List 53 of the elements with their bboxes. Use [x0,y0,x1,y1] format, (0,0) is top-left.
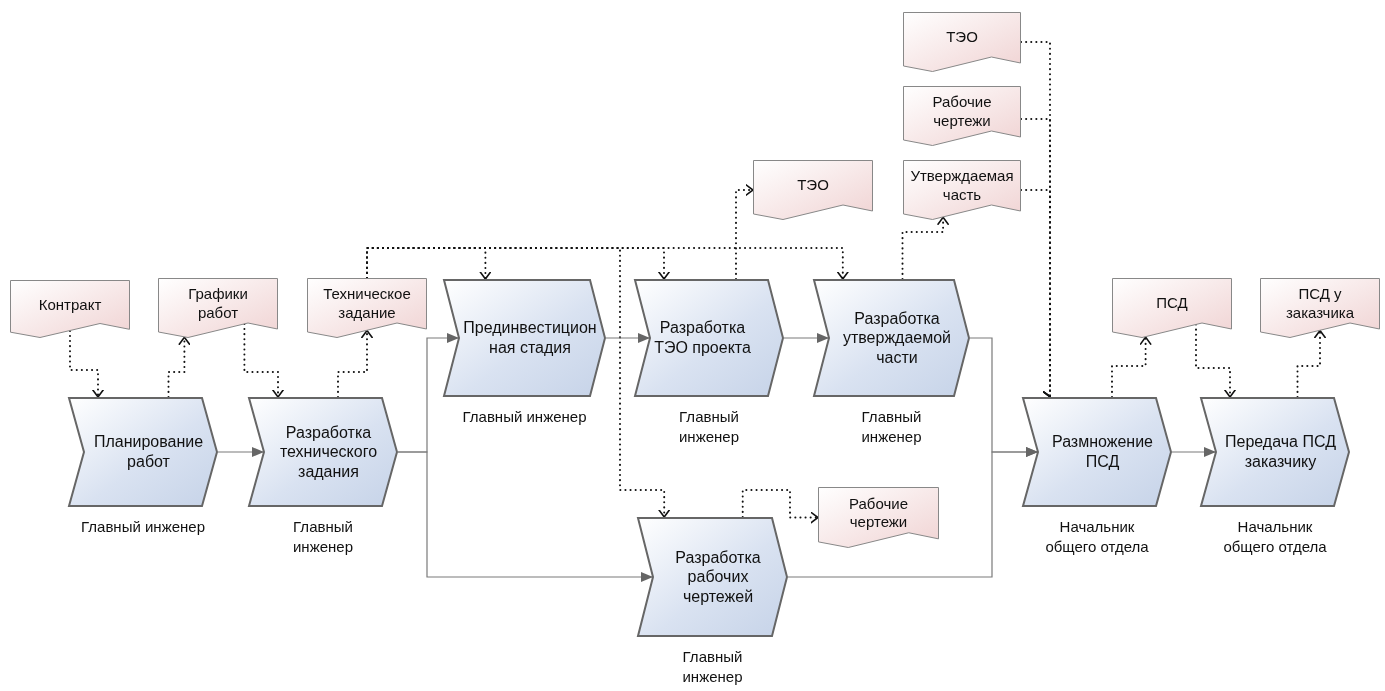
document-label: ТЭО [946,28,978,47]
dotted-arrow [69,329,105,398]
role-label: Главный инженер [678,407,740,446]
role-label: Главный инженер [292,517,354,556]
dotted-arrow [1296,329,1327,398]
process-step [68,397,218,507]
document-label: ПСД [1156,294,1188,313]
dotted-arrow [167,336,191,398]
process-step [248,397,398,507]
document-node [903,160,1021,220]
role-label: Начальник общего отдела [1222,517,1328,556]
process-step [637,517,788,637]
process-label: Разработка утверждаемой части [841,308,953,368]
process-step [1200,397,1350,507]
process-label: Разработка технического задания [278,422,379,482]
document-label: Утверждаемая часть [909,167,1015,204]
process-step [813,279,970,397]
document-label: Графики работ [187,285,249,322]
document-label: Рабочие чертежи [931,93,993,130]
document-label: ПСД у заказчика [1284,285,1356,322]
process-label: Разработка ТЭО проекта [653,318,752,358]
role-label: Главный инженер [860,407,923,446]
document-label: ТЭО [797,176,829,195]
document-node [307,278,427,338]
dotted-arrow [741,489,819,524]
document-node [818,487,939,548]
document-label: Техническое задание [322,285,412,322]
role-label: Главный инженер [681,647,744,686]
role-label: Начальник общего отдела [1044,517,1150,556]
document-node [1112,278,1232,338]
document-node [158,278,278,338]
document-node [903,86,1021,146]
document-node [1260,278,1380,338]
dotted-arrow [735,183,754,280]
document-node [753,160,873,220]
process-step [634,279,784,397]
process-label: Разработка рабочих чертежей [674,547,762,607]
role-label: Главный инженер [461,407,588,427]
process-label: Планирование работ [92,432,205,472]
dotted-arrow [337,329,374,398]
document-node [903,12,1021,72]
role-label: Главный инженер [80,517,206,537]
process-label: Передача ПСД заказчику [1224,432,1337,472]
document-label: Контракт [38,295,102,314]
dotted-arrow [901,216,950,280]
process-label: Размножение ПСД [1051,432,1154,472]
process-step [1022,397,1172,507]
dotted-arrow [366,247,671,518]
document-label: Рабочие чертежи [848,494,909,532]
process-label: Прединвестицион ная стадия [462,318,598,358]
document-node [10,280,130,338]
dotted-arrow [1111,336,1152,398]
process-step [443,279,606,397]
